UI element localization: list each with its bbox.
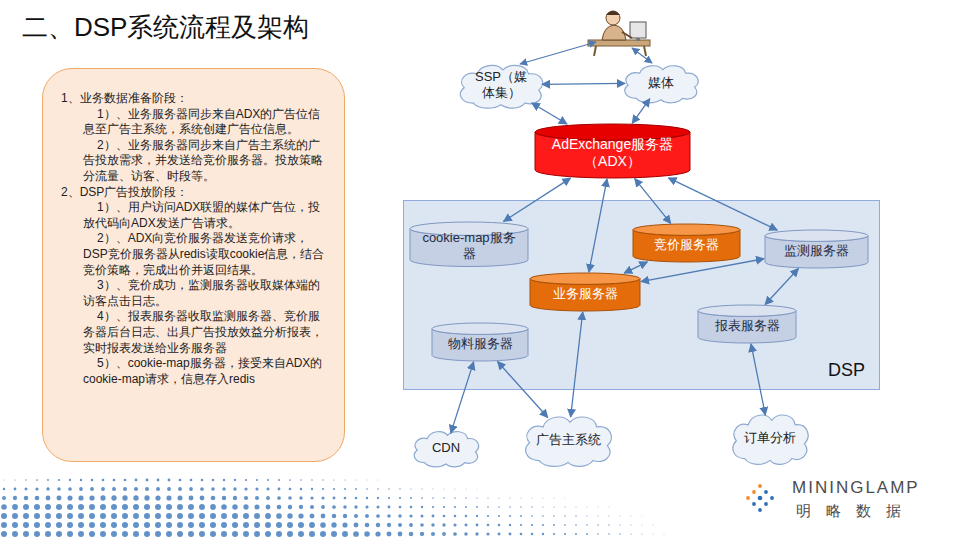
step-text: 3）、竞价成功，监测服务器收取媒体端的访客点击日志。 bbox=[61, 278, 328, 309]
data-flow-arrow bbox=[668, 178, 777, 230]
cloud-node: CDN bbox=[410, 428, 482, 468]
cloud-node: 广告主系统 bbox=[520, 412, 616, 468]
cloud-node: 媒体 bbox=[620, 62, 702, 104]
logo-icon bbox=[746, 484, 774, 512]
data-flow-arrow bbox=[504, 178, 571, 221]
data-flow-arrow bbox=[498, 361, 548, 417]
user-link bbox=[520, 42, 596, 64]
step-text: 1）、业务服务器同步来自ADX的广告位信息至广告主系统，系统创建广告位信息。 bbox=[61, 107, 328, 138]
step-text: 5）、cookie-map服务器，接受来自ADX的cookie-map请求，信息… bbox=[61, 356, 328, 387]
data-flow-arrow bbox=[765, 268, 798, 304]
server-cylinder: cookie-map服务器 bbox=[410, 222, 528, 267]
server-cylinder: 物料服务器 bbox=[432, 323, 528, 361]
node-label: 业务服务器 bbox=[553, 286, 618, 302]
server-cylinder: 竞价服务器 bbox=[633, 224, 740, 262]
data-flow-arrow bbox=[542, 83, 625, 85]
step-text: 2）、业务服务器同步来自广告主系统的广告投放需求，并发送给竞价服务器。投放策略分… bbox=[61, 138, 328, 185]
user-link bbox=[632, 48, 652, 63]
notes-panel: 1、业务数据准备阶段：1）、业务服务器同步来自ADX的广告位信息至广告主系统，系… bbox=[42, 68, 345, 462]
data-flow-arrow bbox=[589, 179, 607, 272]
phase-heading: 2、DSP广告投放阶段： bbox=[61, 185, 328, 201]
data-flow-arrow bbox=[532, 103, 567, 124]
data-flow-arrow bbox=[641, 259, 764, 282]
dot-wave-decoration bbox=[1, 479, 664, 537]
node-label: 报表服务器 bbox=[715, 318, 780, 334]
node-label: SSP（媒体集） bbox=[469, 69, 533, 102]
step-text: 1）、用户访问ADX联盟的媒体广告位，投放代码向ADX发送广告请求。 bbox=[61, 200, 328, 231]
data-flow-arrow bbox=[635, 179, 671, 224]
node-label: cookie-map服务器 bbox=[416, 230, 522, 263]
node-label: AdExchange服务器（ADX） bbox=[541, 136, 684, 171]
server-cylinder: 监测服务器 bbox=[765, 230, 868, 268]
dsp-group: DSP cookie-map服务器 竞价服务器 监测服务器业务服务器物料服务器 报表服务… bbox=[403, 200, 880, 390]
user-figure bbox=[588, 11, 650, 56]
group-label: DSP bbox=[828, 360, 865, 381]
data-flow-arrow bbox=[751, 344, 765, 415]
node-label: 订单分析 bbox=[744, 430, 796, 446]
brand-wordmark: MININGLAMP bbox=[792, 478, 920, 498]
data-flow-arrow bbox=[624, 262, 647, 273]
data-flow-arrow bbox=[632, 99, 650, 124]
phase-heading: 1、业务数据准备阶段： bbox=[61, 91, 328, 107]
slide-title: 二、DSP系统流程及架构 bbox=[22, 10, 309, 45]
cloud-node: SSP（媒体集） bbox=[455, 61, 547, 110]
step-text: 4）、报表服务器收取监测服务器、竞价服务器后台日志、出具广告投放效益分析报表，实… bbox=[61, 309, 328, 356]
node-label: CDN bbox=[432, 440, 460, 456]
node-label: 广告主系统 bbox=[536, 432, 601, 448]
node-label: 竞价服务器 bbox=[654, 237, 719, 253]
server-cylinder: 业务服务器 bbox=[530, 273, 640, 311]
brand-name: 明略数据 bbox=[796, 502, 916, 521]
data-flow-arrow bbox=[451, 362, 474, 433]
step-text: 2）、ADX向竞价服务器发送竞价请求，DSP竞价服务器从redis读取cooki… bbox=[61, 231, 328, 278]
node-label: 物料服务器 bbox=[448, 336, 513, 352]
node-label: 监测服务器 bbox=[784, 243, 849, 259]
data-flow-arrow bbox=[571, 312, 583, 417]
node-label: 媒体 bbox=[648, 75, 674, 91]
cloud-node: 订单分析 bbox=[728, 410, 812, 466]
server-cylinder: 报表服务器 bbox=[698, 305, 796, 343]
server-cylinder: AdExchange服务器（ADX） bbox=[535, 124, 690, 178]
